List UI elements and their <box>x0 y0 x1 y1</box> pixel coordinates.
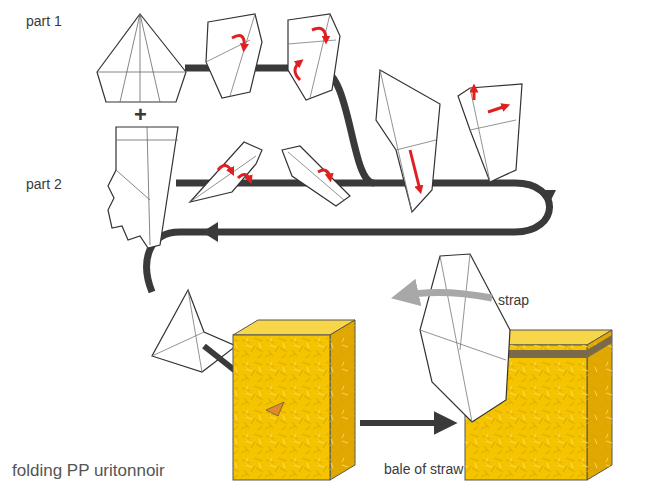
flow-line <box>147 183 550 292</box>
fold-line <box>97 14 186 102</box>
straw-texture <box>330 320 355 480</box>
flow-arrowhead <box>202 222 218 242</box>
straw-texture <box>233 335 330 480</box>
folding-step <box>288 14 340 100</box>
label-text: part 1 <box>26 14 62 28</box>
fold-arrow <box>318 170 330 178</box>
folding-step <box>282 146 350 206</box>
fold-line <box>420 254 506 422</box>
fold-line <box>470 88 516 182</box>
fold-arrow <box>410 150 420 190</box>
fold-arrow <box>488 106 506 112</box>
label-text: + <box>134 104 147 126</box>
fold-arrow <box>218 165 232 172</box>
fold-arrow <box>312 28 326 40</box>
flow-arrowhead <box>540 190 556 206</box>
straw-bale <box>330 320 355 480</box>
fold-line <box>190 156 256 202</box>
fold-arrow <box>238 174 250 180</box>
folding-step <box>458 84 522 182</box>
fold-line <box>152 290 204 372</box>
fold-line <box>288 152 344 200</box>
label-text: part 2 <box>26 177 62 191</box>
fold-line <box>206 14 255 96</box>
part-sheet <box>108 127 178 248</box>
step-arrow <box>360 420 448 426</box>
mounted-funnel <box>420 254 510 422</box>
label-text: strap <box>498 293 529 307</box>
fold-line <box>116 127 178 245</box>
part-sheet <box>97 14 186 102</box>
label-text: bale of straw <box>384 462 463 476</box>
fold-line <box>288 14 336 98</box>
caption-text: folding PP uritonnoir <box>12 462 165 479</box>
strap-arrow <box>402 292 492 298</box>
straw-bale <box>233 335 330 480</box>
folding-step <box>190 142 262 202</box>
fold-arrow <box>473 88 476 100</box>
flow-line <box>185 68 374 183</box>
fold-arrow <box>295 62 300 80</box>
fold-arrow <box>232 36 244 48</box>
hole-mark <box>266 402 284 416</box>
fold-line <box>380 70 436 212</box>
folding-step <box>376 70 440 212</box>
folding-step <box>206 14 262 98</box>
